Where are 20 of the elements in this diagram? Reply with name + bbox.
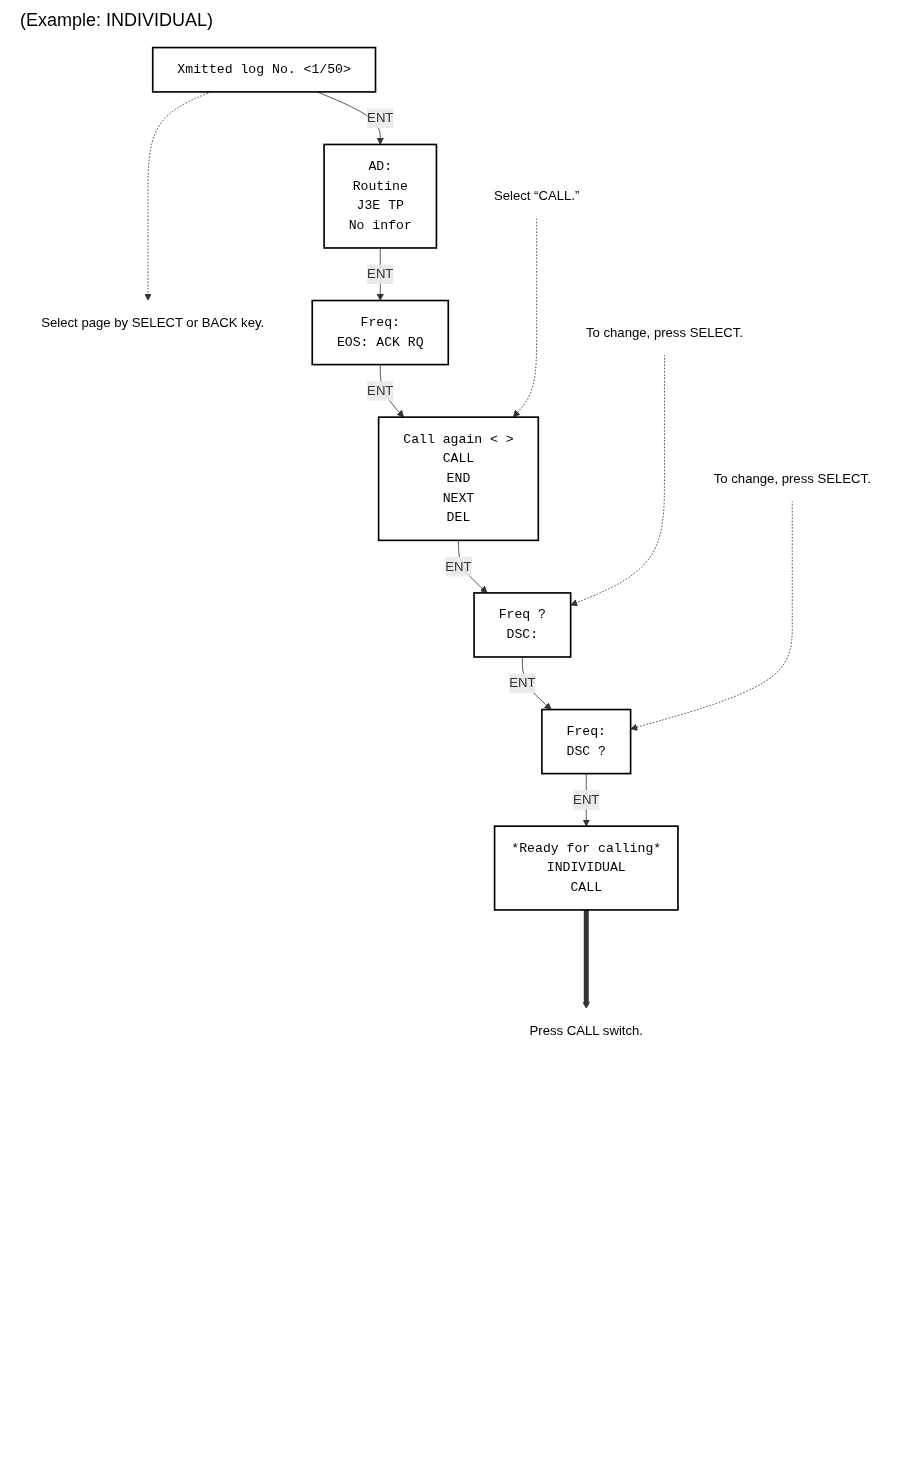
arrow: [582, 909, 590, 1009]
node-box: Call again < > CALL END NEXT DEL: [377, 416, 540, 542]
edge-label: ENT: [573, 792, 600, 807]
node-box: Freq ? DSC:: [473, 592, 572, 658]
node-box: AD: Routine J3E TP No infor: [323, 143, 438, 249]
note-text: (Example: INDIVIDUAL): [20, 10, 215, 31]
edge-label: ENT: [445, 559, 472, 574]
node-text: To change, press SELECT.: [713, 471, 871, 486]
node-text: Select page by SELECT or BACK key.: [41, 315, 265, 330]
node-text: To change, press SELECT.: [585, 325, 743, 340]
edge-label: ENT: [509, 675, 536, 690]
node-box: Freq: EOS: ACK RQ: [311, 299, 450, 366]
edge-label: ENT: [367, 383, 394, 398]
node-box: Xmitted log No. <1/50>: [151, 46, 377, 93]
node-text: Select “CALL.”: [493, 188, 580, 203]
node-box: *Ready for calling* INDIVIDUAL CALL: [493, 825, 679, 911]
edge-label: ENT: [367, 110, 394, 125]
edge-label: ENT: [367, 266, 394, 281]
node-text: Press CALL switch.: [529, 1023, 643, 1038]
node-box: Freq: DSC ?: [541, 708, 632, 775]
